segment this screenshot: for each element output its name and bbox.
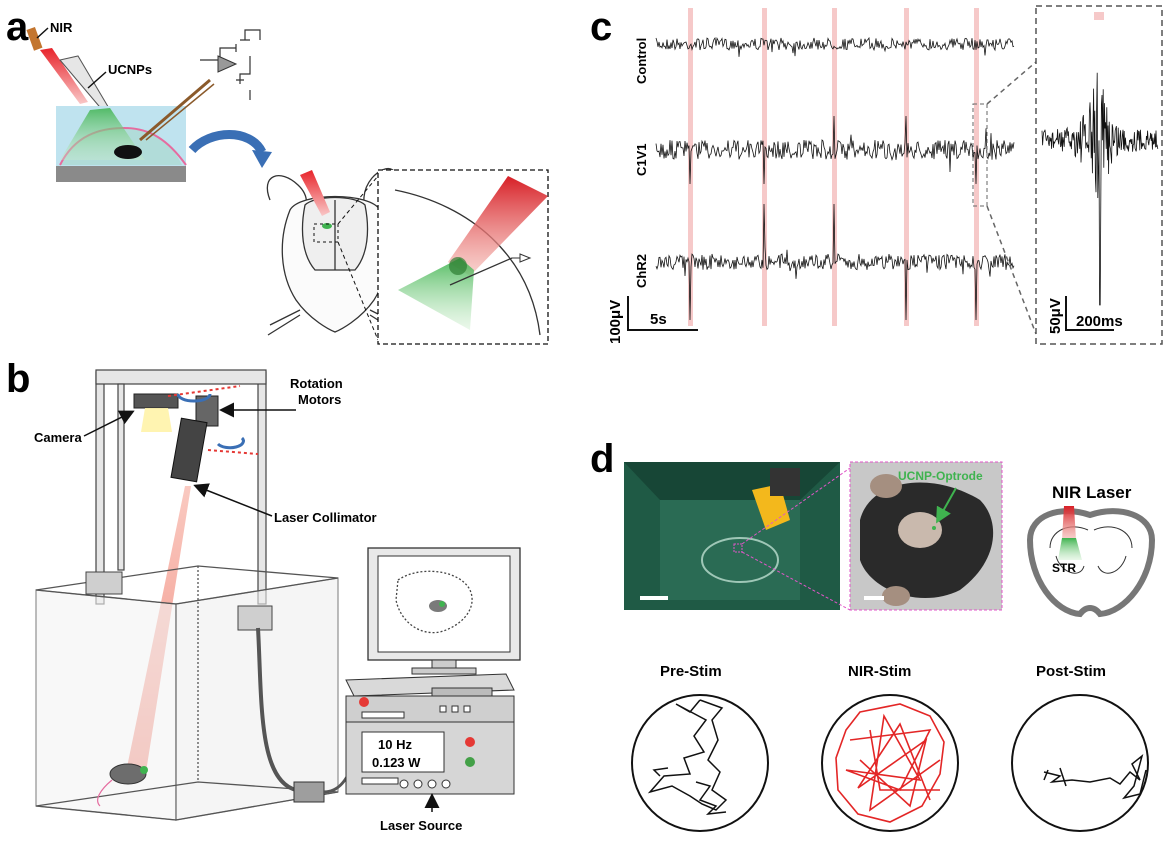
laser-source-label: Laser Source <box>380 818 462 833</box>
rotation-axis-top <box>167 385 241 397</box>
camera-pointer <box>83 410 135 437</box>
laser-collimator-pointer <box>193 483 273 517</box>
arena-mouse-tail <box>97 779 113 807</box>
stim-band <box>904 8 909 326</box>
camera <box>133 393 179 409</box>
ephys-trace <box>655 203 1015 321</box>
arena-pre-stim <box>631 694 769 832</box>
ucnps-label: UCNPs <box>108 62 152 77</box>
trace-label-control: Control <box>634 38 649 84</box>
rotation-motors-label-1: Rotation <box>290 376 343 391</box>
transition-arrow <box>188 130 267 155</box>
mouse-roi <box>313 223 339 243</box>
main-scale-x: 5s <box>650 311 667 328</box>
rotation-arrow-top <box>176 393 212 403</box>
inset-scale-x: 200ms <box>1076 313 1123 330</box>
arena-nir-stim <box>821 694 959 832</box>
panel-letter-a: a <box>6 5 29 49</box>
track-post-stim <box>1043 753 1147 800</box>
arena-photo <box>624 462 840 610</box>
zoom-line-c-bottom <box>986 205 1037 335</box>
trace-label-chr2: ChR2 <box>634 254 649 288</box>
condition-title-nir: NIR-Stim <box>848 663 911 680</box>
panel-letter-d: d <box>590 437 614 481</box>
inset-trace <box>1041 72 1159 306</box>
trace-roi <box>972 103 988 207</box>
rotation-motor <box>195 395 219 427</box>
gantry-frame <box>95 369 267 605</box>
laser-collimator <box>170 417 208 483</box>
photo-zoom-line-bottom <box>741 551 851 611</box>
inset-ephys-trace <box>1041 72 1159 306</box>
cable-connector <box>293 781 325 803</box>
ephys-trace <box>655 115 1015 185</box>
nir-pointer <box>36 27 49 39</box>
main-scale-bar <box>627 296 698 331</box>
mouse-nir-fiber <box>300 170 330 216</box>
frame-clamp-left <box>85 571 123 595</box>
nir-fiber <box>26 26 88 104</box>
str-label: STR <box>1052 561 1076 575</box>
mouse-closeup-photo <box>849 461 1003 611</box>
mouse-green-spot <box>322 223 332 229</box>
ephys-traces <box>655 36 1015 321</box>
stim-bands <box>688 8 979 326</box>
laser-source <box>345 673 515 795</box>
ephys-trace <box>655 36 1015 57</box>
arena-mouse <box>109 763 147 785</box>
fiber-cable <box>256 627 297 792</box>
zoom-line-c-top <box>986 61 1037 105</box>
arena-mouse-implant <box>140 766 148 774</box>
condition-title-post: Post-Stim <box>1036 663 1106 680</box>
nir-laser-label: NIR Laser <box>1052 483 1132 502</box>
condition-title-pre: Pre-Stim <box>660 663 722 680</box>
panel-letter-c: c <box>590 5 612 49</box>
panel-b: b Camera Rotation Motors Laser Collimato… <box>6 357 521 833</box>
zoom-line-top <box>337 175 379 225</box>
panel-a: a NIR UCNPs <box>6 5 549 345</box>
rotation-axis-side <box>207 449 259 455</box>
track-pre-stim <box>647 699 728 815</box>
panel-c: c Control C1V1 ChR2 100μV 5s 50μV 200ms <box>590 5 1163 345</box>
nir-label: NIR <box>50 20 73 35</box>
mouse-head <box>266 168 403 336</box>
arena-box <box>35 565 339 821</box>
camera-label: Camera <box>34 430 82 445</box>
brain-slice <box>1026 506 1156 618</box>
monitor <box>367 547 521 675</box>
rotation-arrow-side <box>216 436 245 450</box>
display-frequency: 10 Hz <box>378 737 412 752</box>
inset-stim-marker <box>1094 12 1104 20</box>
display-power: 0.123 W <box>372 755 421 770</box>
zoom-line-bottom <box>337 241 379 341</box>
zoom-inset <box>377 169 549 345</box>
optrode-pointer <box>936 487 957 524</box>
inset-scale-bar <box>1065 296 1114 331</box>
cell-dish <box>56 106 187 182</box>
panel-letter-b: b <box>6 357 30 401</box>
rotation-motors-label-2: Motors <box>298 392 341 407</box>
main-scale-y: 100μV <box>607 300 624 344</box>
ucnps-pointer <box>87 71 107 89</box>
inset-scale-y: 50μV <box>1047 298 1064 334</box>
stim-band <box>832 8 837 326</box>
arena-post-stim <box>1011 694 1149 832</box>
panel-d: d UCNP-Optrode NIR Laser <box>590 437 1156 832</box>
frame-clamp-right <box>237 605 273 631</box>
laser-collimator-label: Laser Collimator <box>274 510 377 525</box>
trace-label-c1v1: C1V1 <box>634 143 649 176</box>
photo-zoom-line-top <box>741 467 851 545</box>
track-nir-stim <box>835 703 945 823</box>
optrode-label: UCNP-Optrode <box>898 469 983 483</box>
patch-electrode <box>139 29 261 142</box>
camera-light <box>141 408 172 432</box>
transition-arrow-head <box>252 150 272 168</box>
